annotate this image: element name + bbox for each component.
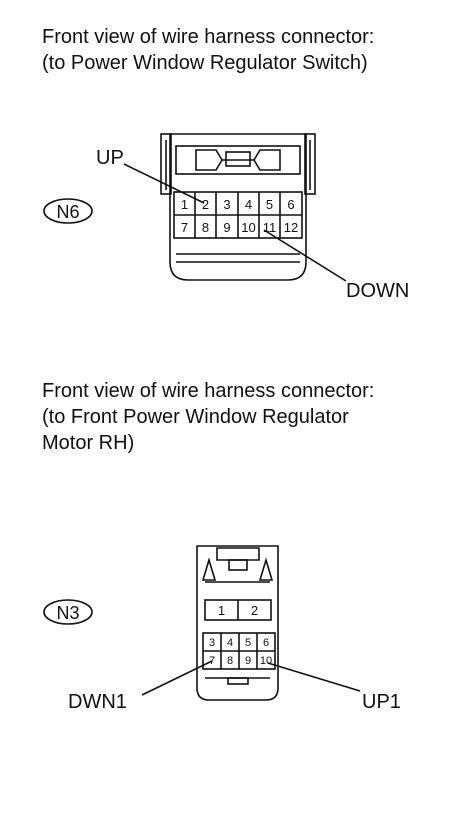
leader-line-down [263,229,347,282]
leader-line-up1 [267,662,361,692]
pin-12: 12 [284,220,298,235]
connector-code-n3: N3 [56,603,79,623]
pin-3: 3 [223,197,230,212]
pin-6: 6 [287,197,294,212]
leader-line-dwn1 [141,660,213,696]
pin-2: 2 [251,603,258,618]
pin-1: 1 [181,197,188,212]
connector-n6-pin-numbers: 1 2 3 4 5 6 7 8 9 10 11 12 [181,197,298,235]
terminal-label-down: DOWN [346,280,409,302]
pin-9: 9 [223,220,230,235]
caption-connector-n6: Front view of wire harness connector: (t… [42,24,374,76]
terminal-label-up: UP [96,147,124,169]
caption-line-1: Front view of wire harness connector: [42,26,375,48]
leader-line-up [123,163,205,204]
pin-4: 4 [227,637,233,649]
caption-line-2: (to Power Window Regulator Switch) [42,52,368,74]
pin-10: 10 [260,655,272,667]
code-oval-n3 [43,599,93,625]
pin-8: 8 [202,220,209,235]
pin-10: 10 [241,220,255,235]
pin-2: 2 [202,197,209,212]
caption-line-3: Motor RH) [42,432,135,454]
connector-n3-housing [196,545,279,701]
pin-1: 1 [218,603,225,618]
terminal-label-dwn1: DWN1 [68,691,127,713]
pin-7: 7 [209,655,215,667]
caption-line-2: (to Front Power Window Regulator [42,406,349,428]
connector-code-n6: N6 [56,202,79,222]
code-oval-n6 [43,198,93,224]
caption-connector-n3: Front view of wire harness connector: (t… [42,378,374,456]
pin-8: 8 [227,655,233,667]
pin-7: 7 [181,220,188,235]
pin-4: 4 [245,197,252,212]
connector-n3-pin-numbers: 1 2 3 4 5 6 7 8 9 10 [209,603,272,667]
terminal-label-up1: UP1 [362,691,401,713]
pin-3: 3 [209,637,215,649]
connector-n6-pin-grid [174,192,302,238]
caption-line-1: Front view of wire harness connector: [42,380,375,402]
pin-11: 11 [263,220,277,235]
pin-9: 9 [245,655,251,667]
pin-5: 5 [245,637,251,649]
pin-6: 6 [263,637,269,649]
pin-5: 5 [266,197,273,212]
